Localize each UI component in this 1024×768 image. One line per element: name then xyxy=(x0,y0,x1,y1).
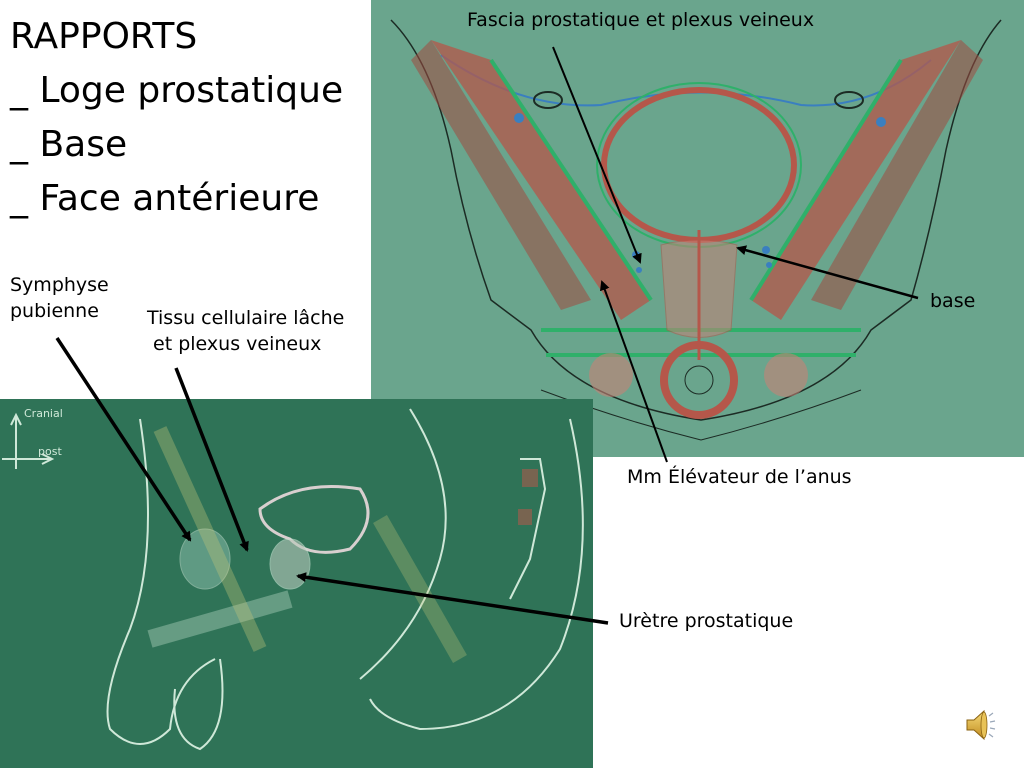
label-tissu-line2: et plexus veineux xyxy=(147,333,322,355)
coronal-section-image xyxy=(371,0,1024,457)
label-fascia-prostatique: Fascia prostatique et plexus veineux xyxy=(467,9,815,31)
slide-title: RAPPORTS xyxy=(10,16,198,57)
orientation-post-label: post xyxy=(38,445,62,458)
label-uretre-prostatique: Urètre prostatique xyxy=(619,610,794,632)
sagittal-chalk-image: Cranial post xyxy=(0,399,593,768)
bullet-loge-prostatique: _ Loge prostatique xyxy=(10,70,344,111)
label-symphyse-pubienne: Symphyse pubienne xyxy=(10,272,109,324)
orientation-post-arrow xyxy=(2,453,55,465)
sagittal-chalk-drawing: Cranial post xyxy=(2,407,584,751)
orientation-cranial-label: Cranial xyxy=(24,407,63,420)
coronal-section-drawing xyxy=(390,19,1002,441)
orientation-cranial-arrow xyxy=(10,412,22,469)
speaker-icon[interactable] xyxy=(964,706,998,744)
label-elevateur-anus: Mm Élévateur de l’anus xyxy=(627,466,852,488)
label-tissu-line1: Tissu cellulaire lâche xyxy=(147,307,345,329)
bullet-face-anterieure: _ Face antérieure xyxy=(10,178,320,219)
label-symphyse-line1: Symphyse xyxy=(10,274,109,296)
bullet-base: _ Base xyxy=(10,124,128,165)
label-base: base xyxy=(930,290,976,312)
slide-title-block: RAPPORTS _ Loge prostatique _ Base _ Fac… xyxy=(10,10,343,226)
label-symphyse-line2: pubienne xyxy=(10,300,99,322)
label-tissu-cellulaire: Tissu cellulaire lâche et plexus veineux xyxy=(147,305,344,357)
